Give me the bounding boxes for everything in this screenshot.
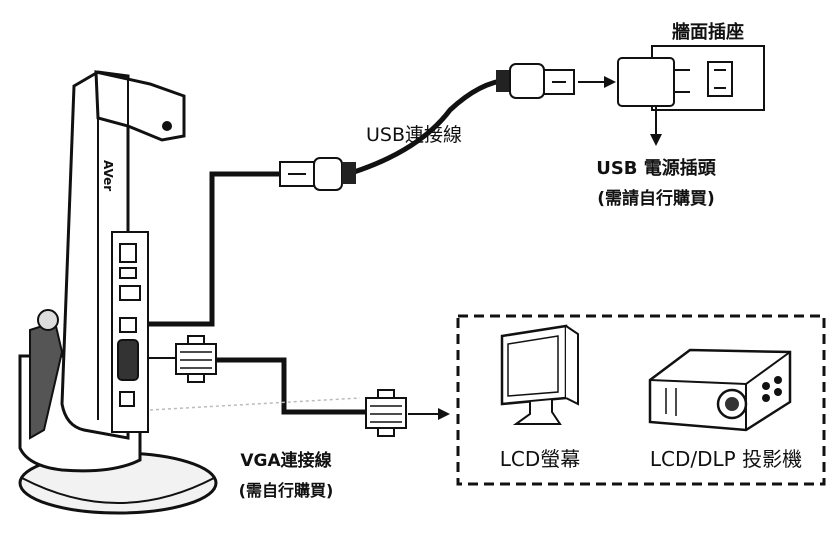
- usb-adapter-label-line1: USB 電源插頭: [596, 157, 717, 179]
- vga-plug-left: [175, 335, 217, 383]
- usb-mini-plug: [279, 157, 356, 191]
- vga-cable-label-line2: (需自行購買): [239, 481, 334, 500]
- arrow-to-adapter-icon: [604, 76, 616, 88]
- vga-cable: [148, 335, 450, 437]
- usb-cable: [148, 63, 616, 327]
- lcd-monitor-icon: [500, 324, 579, 425]
- usb-cable-label: USB連接線: [366, 124, 462, 146]
- display-devices-box: [456, 314, 826, 486]
- projector-label: LCD/DLP 投影機: [650, 447, 802, 471]
- vga-plug-right: [365, 389, 407, 437]
- usb-a-plug: [496, 63, 575, 99]
- projector-icon: [648, 348, 792, 432]
- vga-cable-label-line1: VGA連接線: [240, 450, 331, 471]
- lcd-monitor-label: LCD螢幕: [500, 447, 581, 471]
- adapter-label-arrow-icon: [650, 134, 662, 146]
- usb-adapter-label-line2: (需請自行購買): [597, 188, 715, 209]
- device-logo: AVer: [101, 160, 115, 191]
- document-camera: AVer: [18, 70, 218, 515]
- arrow-to-display-icon: [438, 408, 450, 420]
- wall-outlet-label: 牆面插座: [672, 21, 744, 43]
- usb-power-adapter: [617, 57, 690, 146]
